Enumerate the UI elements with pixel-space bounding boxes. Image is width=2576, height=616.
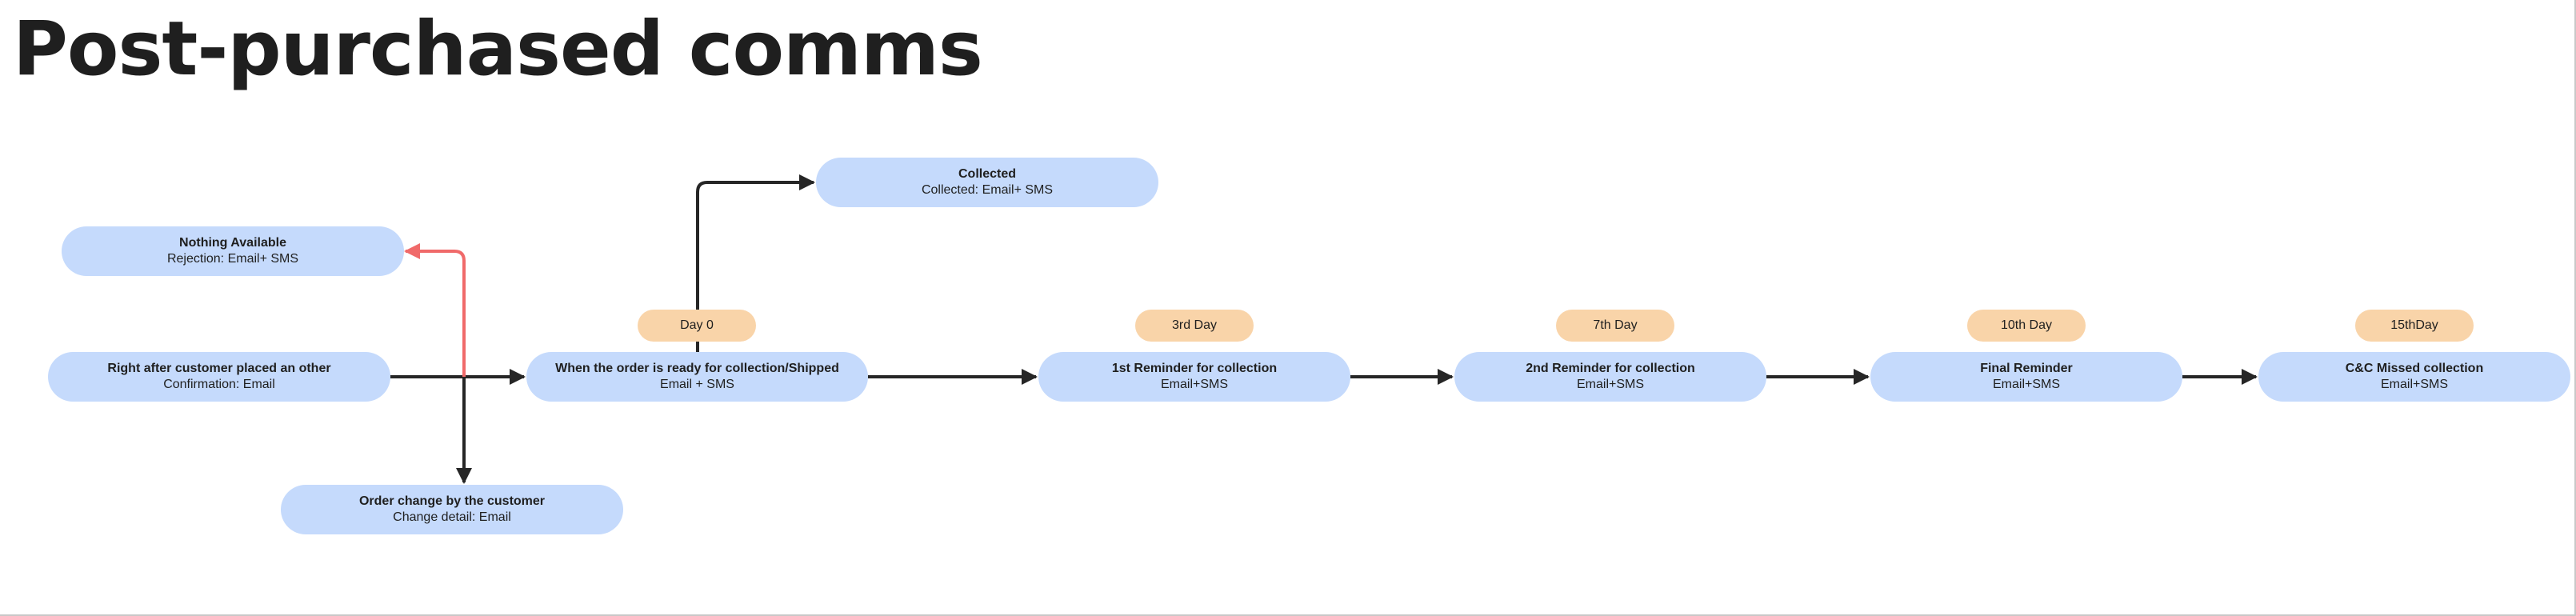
- node-title: Order change by the customer: [358, 494, 546, 508]
- node-final-reminder[interactable]: Final Reminder Email+SMS: [1870, 352, 2182, 402]
- node-reminder-2[interactable]: 2nd Reminder for collection Email+SMS: [1454, 352, 1766, 402]
- tag-day-7: 7th Day: [1556, 310, 1674, 342]
- node-title: C&C Missed collection: [2345, 362, 2484, 375]
- node-title: Final Reminder: [1980, 362, 2073, 375]
- node-subtitle: Email+SMS: [1160, 378, 1229, 391]
- node-subtitle: Collected: Email+ SMS: [921, 183, 1054, 197]
- node-subtitle: Rejection: Email+ SMS: [166, 252, 299, 266]
- node-title: Collected: [958, 167, 1016, 181]
- node-title: Nothing Available: [179, 236, 286, 250]
- node-title: 1st Reminder for collection: [1111, 362, 1278, 375]
- node-nothing-available[interactable]: Nothing Available Rejection: Email+ SMS: [62, 226, 404, 276]
- tag-day-3: 3rd Day: [1135, 310, 1254, 342]
- node-reminder-1[interactable]: 1st Reminder for collection Email+SMS: [1038, 352, 1350, 402]
- node-missed-collection[interactable]: C&C Missed collection Email+SMS: [2258, 352, 2570, 402]
- node-subtitle: Email+SMS: [1992, 378, 2061, 391]
- edge-ready-to-collected: [696, 174, 815, 352]
- node-subtitle: Email+SMS: [1576, 378, 1645, 391]
- tag-day-15: 15thDay: [2355, 310, 2474, 342]
- node-order-ready[interactable]: When the order is ready for collection/S…: [526, 352, 868, 402]
- node-title: Right after customer placed an other: [107, 362, 331, 375]
- tag-day-10: 10th Day: [1967, 310, 2086, 342]
- node-subtitle: Change detail: Email: [393, 510, 511, 524]
- node-order-change[interactable]: Order change by the customer Change deta…: [281, 485, 623, 534]
- node-subtitle: Confirmation: Email: [163, 378, 275, 391]
- node-title: 2nd Reminder for collection: [1526, 362, 1695, 375]
- node-subtitle: Email+SMS: [2380, 378, 2449, 391]
- node-order-placed[interactable]: Right after customer placed an other Con…: [48, 352, 390, 402]
- node-subtitle: Email + SMS: [660, 378, 734, 391]
- edge-rejection-to-nothing-available: [404, 243, 466, 377]
- tag-day-0: Day 0: [638, 310, 756, 342]
- node-collected[interactable]: Collected Collected: Email+ SMS: [816, 158, 1158, 207]
- node-title: When the order is ready for collection/S…: [555, 362, 839, 375]
- page-title: Post-purchased comms: [13, 6, 983, 93]
